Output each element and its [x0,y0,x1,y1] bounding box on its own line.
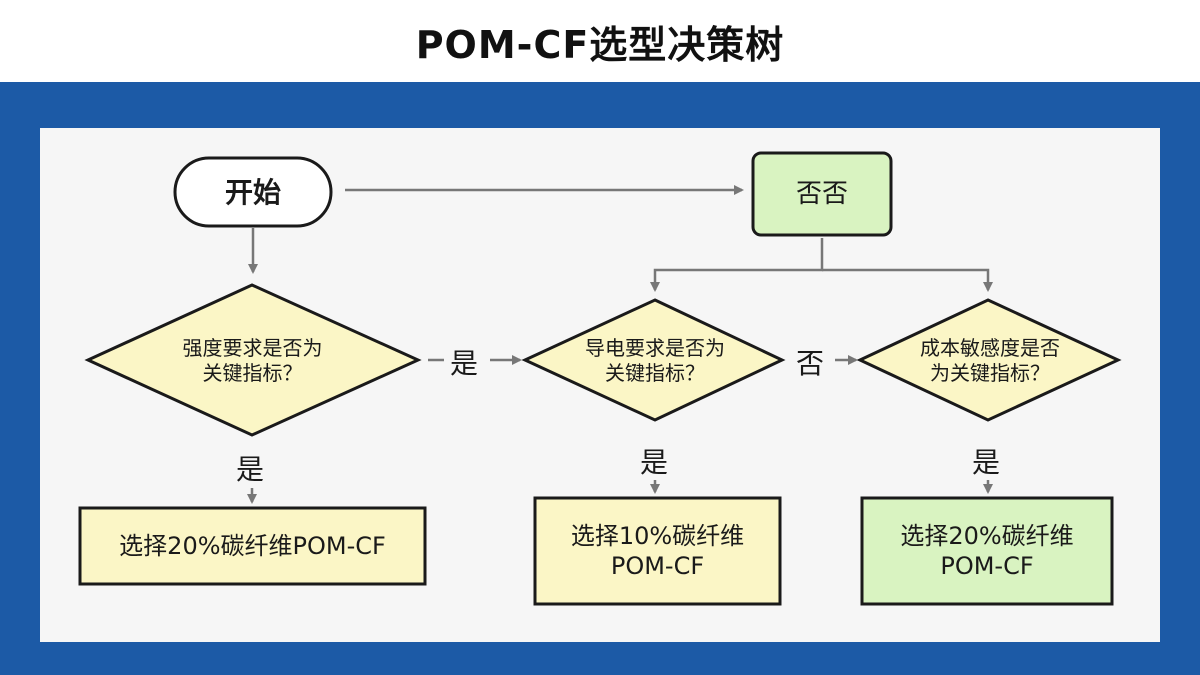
no-box-label: 否否 [795,178,848,209]
decision-conductive-label: 导电要求是否为 关键指标？ [585,336,725,385]
decision-cost-label: 成本敏感度是否 为关键指标？ [920,336,1060,385]
result-10-node [533,496,782,606]
edge-label-conductive-yes: 是 [640,446,669,479]
arrow-no-branch [650,238,824,292]
edge-label-strength-yes-down: 是 [236,453,265,486]
result-20-label: 选择20%碳纤维POM-CF [119,532,386,560]
page-title: POM-CF选型决策树 [415,22,785,67]
decision-conductive [521,298,786,422]
edge-label-conductive-no: 否 [796,347,825,380]
start-label: 开始 [224,175,281,209]
decision-cost [856,298,1122,422]
edge-label-strength-yes-right: 是 [450,347,479,380]
no-node [751,151,893,237]
arrow-no-branch-right [822,268,993,292]
edge-label-cost-yes: 是 [972,446,1001,479]
result-20b-label: 选择20%碳纤维 POM-CF [900,522,1074,580]
decision-strength-label: 强度要求是否为 关键指标？ [182,336,323,385]
connectors [247,185,993,504]
result-20b-node [860,496,1114,606]
title-bar: POM-CF选型决策树 [0,0,1200,82]
decision-strength [84,283,422,437]
start-node [173,156,333,228]
result-20-node [78,506,427,586]
result-10-label: 选择10%碳纤维 POM-CF [570,522,745,580]
